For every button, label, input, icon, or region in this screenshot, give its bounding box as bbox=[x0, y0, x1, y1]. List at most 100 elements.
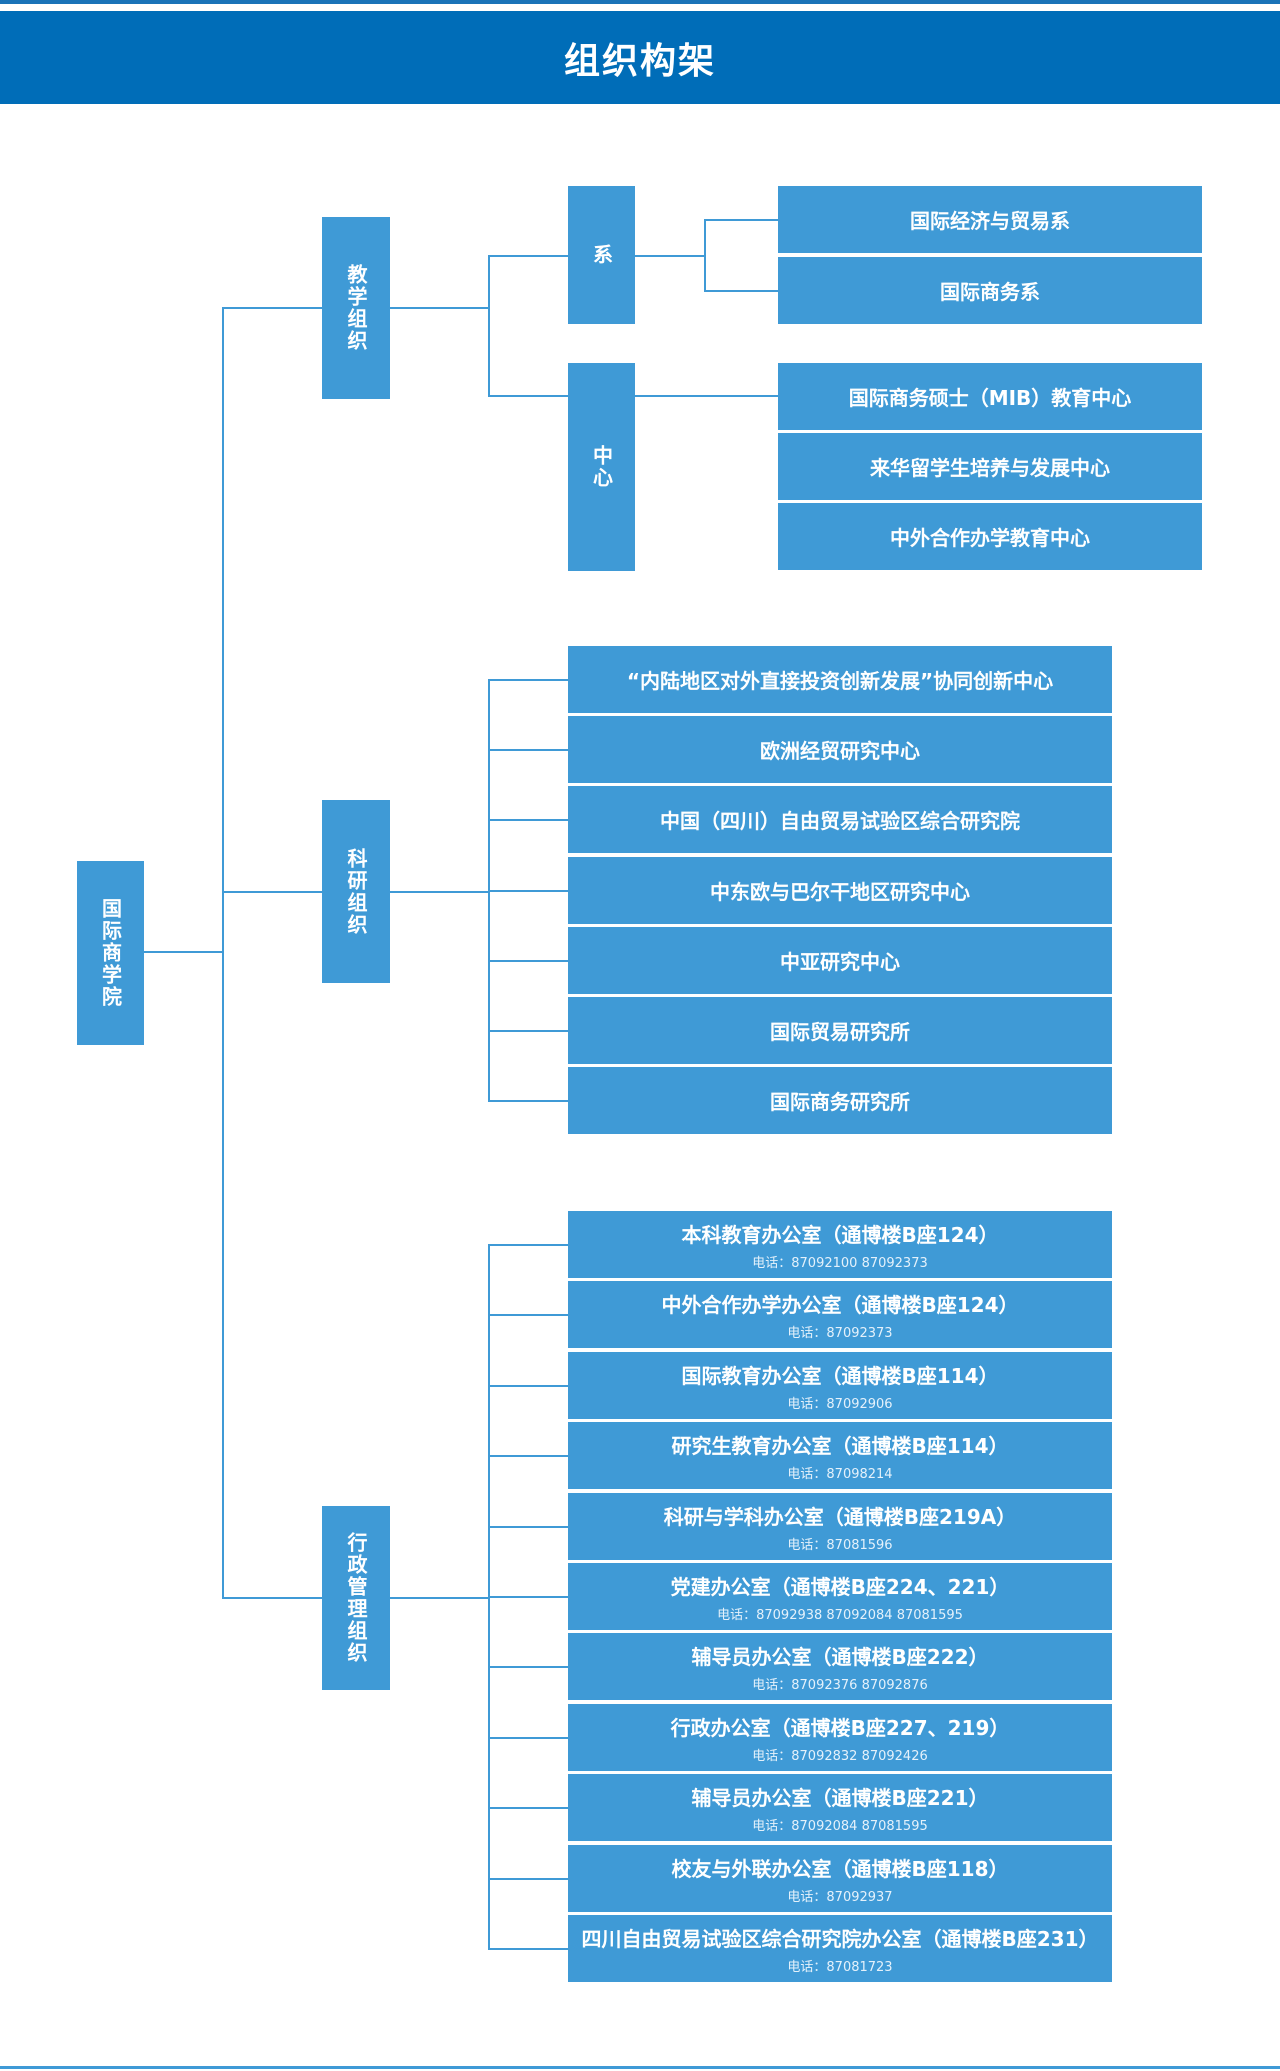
department-item: 国际经济与贸易系 bbox=[778, 186, 1202, 253]
node-centers-label: 中心 bbox=[589, 445, 614, 489]
admin-office-item: 党建办公室（通博楼B座224、221） 电话：87092938 87092084 … bbox=[568, 1563, 1112, 1630]
connector-line bbox=[488, 1244, 568, 1246]
page-title: 组织构架 bbox=[563, 40, 716, 82]
research-item-label: 中亚研究中心 bbox=[780, 950, 900, 974]
connector-line bbox=[390, 1597, 489, 1599]
admin-office-item-label: 校友与外联办公室（通博楼B座118） bbox=[671, 1856, 1009, 1881]
connector-line bbox=[488, 679, 568, 681]
research-item: 国际贸易研究所 bbox=[568, 997, 1112, 1064]
admin-office-item-label: 党建办公室（通博楼B座224、221） bbox=[670, 1574, 1010, 1599]
connector-line bbox=[222, 891, 322, 893]
research-item: 欧洲经贸研究中心 bbox=[568, 716, 1112, 783]
connector-line bbox=[488, 1455, 568, 1457]
connector-line bbox=[488, 960, 568, 962]
research-item-label: 中国（四川）自由贸易试验区综合研究院 bbox=[660, 809, 1020, 833]
phone-text: 电话：87092938 87092084 87081595 bbox=[717, 1607, 963, 1623]
connector-line bbox=[488, 1526, 568, 1528]
center-item-label: 中外合作办学教育中心 bbox=[890, 526, 1090, 550]
connector-line bbox=[488, 1737, 568, 1739]
research-item: 国际商务研究所 bbox=[568, 1067, 1112, 1134]
center-item-label: 来华留学生培养与发展中心 bbox=[870, 456, 1110, 480]
research-item: 中国（四川）自由贸易试验区综合研究院 bbox=[568, 786, 1112, 853]
admin-office-item: 行政办公室（通博楼B座227、219） 电话：87092832 87092426 bbox=[568, 1704, 1112, 1771]
connector-line bbox=[488, 395, 568, 397]
admin-office-item-label: 辅导员办公室（通博楼B座222） bbox=[691, 1644, 989, 1669]
department-item: 国际商务系 bbox=[778, 257, 1202, 324]
admin-office-item-label: 四川自由贸易试验区综合研究院办公室（通博楼B座231） bbox=[581, 1926, 1099, 1951]
connector-line bbox=[488, 255, 568, 257]
admin-office-item: 校友与外联办公室（通博楼B座118） 电话：87092937 bbox=[568, 1845, 1112, 1912]
connector-line bbox=[144, 951, 223, 953]
research-item-label: 国际商务研究所 bbox=[770, 1090, 910, 1114]
phone-text: 电话：87092937 bbox=[787, 1889, 893, 1905]
admin-office-item-label: 行政办公室（通博楼B座227、219） bbox=[670, 1715, 1010, 1740]
node-research-label: 科研组织 bbox=[344, 847, 368, 936]
phone-text: 电话：87092376 87092876 bbox=[752, 1677, 928, 1693]
connector-line bbox=[488, 1030, 568, 1032]
connector-line bbox=[488, 1314, 568, 1316]
connector-line bbox=[704, 219, 778, 221]
connector-line bbox=[488, 1385, 568, 1387]
phone-text: 电话：87081596 bbox=[787, 1537, 893, 1553]
research-item-label: “内陆地区对外直接投资创新发展”协同创新中心 bbox=[626, 669, 1054, 693]
admin-office-item: 研究生教育办公室（通博楼B座114）电话：87098214 bbox=[568, 1422, 1112, 1489]
node-departments: 系 bbox=[568, 186, 635, 324]
admin-office-item-label: 中外合作办学办公室（通博楼B座124） bbox=[661, 1292, 1019, 1317]
admin-office-item: 四川自由贸易试验区综合研究院办公室（通博楼B座231） 电话：87081723 bbox=[568, 1915, 1112, 1982]
department-item-label: 国际经济与贸易系 bbox=[910, 209, 1070, 233]
connector-line bbox=[488, 1596, 568, 1598]
admin-office-item: 中外合作办学办公室（通博楼B座124） 电话：87092373 bbox=[568, 1281, 1112, 1348]
node-teaching-label: 教学组织 bbox=[344, 264, 368, 352]
node-research: 科研组织 bbox=[322, 800, 390, 983]
root-node-label: 国际商学院 bbox=[98, 898, 123, 1008]
phone-text: 电话：87092906 bbox=[787, 1396, 893, 1412]
connector-line bbox=[488, 1100, 568, 1102]
header-band: 组织构架 bbox=[0, 11, 1280, 104]
admin-office-item: 辅导员办公室（通博楼B座221） 电话：87092084 87081595 bbox=[568, 1774, 1112, 1841]
root-node: 国际商学院 bbox=[77, 861, 144, 1045]
research-item-label: 中东欧与巴尔干地区研究中心 bbox=[710, 880, 970, 904]
connector-line bbox=[488, 1807, 568, 1809]
research-item-label: 欧洲经贸研究中心 bbox=[760, 739, 920, 763]
connector-line bbox=[390, 891, 489, 893]
center-item: 中外合作办学教育中心 bbox=[778, 503, 1202, 570]
connector-line bbox=[488, 1878, 568, 1880]
connector-line bbox=[704, 220, 706, 291]
connector-line bbox=[488, 890, 568, 892]
connector-line bbox=[222, 308, 224, 1599]
connector-line bbox=[488, 255, 490, 397]
connector-line bbox=[635, 395, 778, 397]
node-centers: 中心 bbox=[568, 363, 635, 571]
admin-office-item-label: 国际教育办公室（通博楼B座114） bbox=[681, 1363, 999, 1388]
center-item-label: 国际商务硕士（MIB）教育中心 bbox=[848, 386, 1132, 410]
research-item-label: 国际贸易研究所 bbox=[770, 1020, 910, 1044]
phone-text: 电话：87092373 bbox=[787, 1325, 893, 1341]
phone-text: 电话：87092100 87092373 bbox=[752, 1255, 928, 1271]
connector-line bbox=[222, 307, 322, 309]
admin-office-item: 本科教育办公室（通博楼B座124） 电话：87092100 87092373 bbox=[568, 1211, 1112, 1278]
connector-line bbox=[390, 307, 489, 309]
connector-line bbox=[488, 749, 568, 751]
research-item: 中亚研究中心 bbox=[568, 927, 1112, 994]
phone-text: 电话：87092084 87081595 bbox=[752, 1818, 928, 1834]
research-item: “内陆地区对外直接投资创新发展”协同创新中心 bbox=[568, 646, 1112, 713]
admin-office-item-label: 科研与学科办公室（通博楼B座219A） bbox=[663, 1504, 1017, 1529]
node-teaching: 教学组织 bbox=[322, 217, 390, 399]
connector-line bbox=[704, 290, 778, 292]
admin-office-item-label: 本科教育办公室（通博楼B座124） bbox=[681, 1222, 999, 1247]
node-admin-label: 行政管理组织 bbox=[344, 1532, 368, 1664]
department-item-label: 国际商务系 bbox=[940, 280, 1040, 304]
admin-office-item: 科研与学科办公室（通博楼B座219A） 电话：87081596 bbox=[568, 1493, 1112, 1560]
connector-line bbox=[488, 819, 568, 821]
node-admin: 行政管理组织 bbox=[322, 1506, 390, 1690]
connector-line bbox=[635, 255, 705, 257]
phone-text: 电话：87081723 bbox=[787, 1959, 893, 1975]
center-item: 来华留学生培养与发展中心 bbox=[778, 433, 1202, 500]
admin-office-item-label: 辅导员办公室（通博楼B座221） bbox=[691, 1785, 989, 1810]
center-item: 国际商务硕士（MIB）教育中心 bbox=[778, 363, 1202, 430]
phone-text: 电话：87092832 87092426 bbox=[752, 1748, 928, 1764]
connector-line bbox=[222, 1597, 322, 1599]
research-item: 中东欧与巴尔干地区研究中心 bbox=[568, 857, 1112, 924]
node-departments-label: 系 bbox=[589, 244, 614, 266]
top-divider bbox=[0, 0, 1280, 4]
